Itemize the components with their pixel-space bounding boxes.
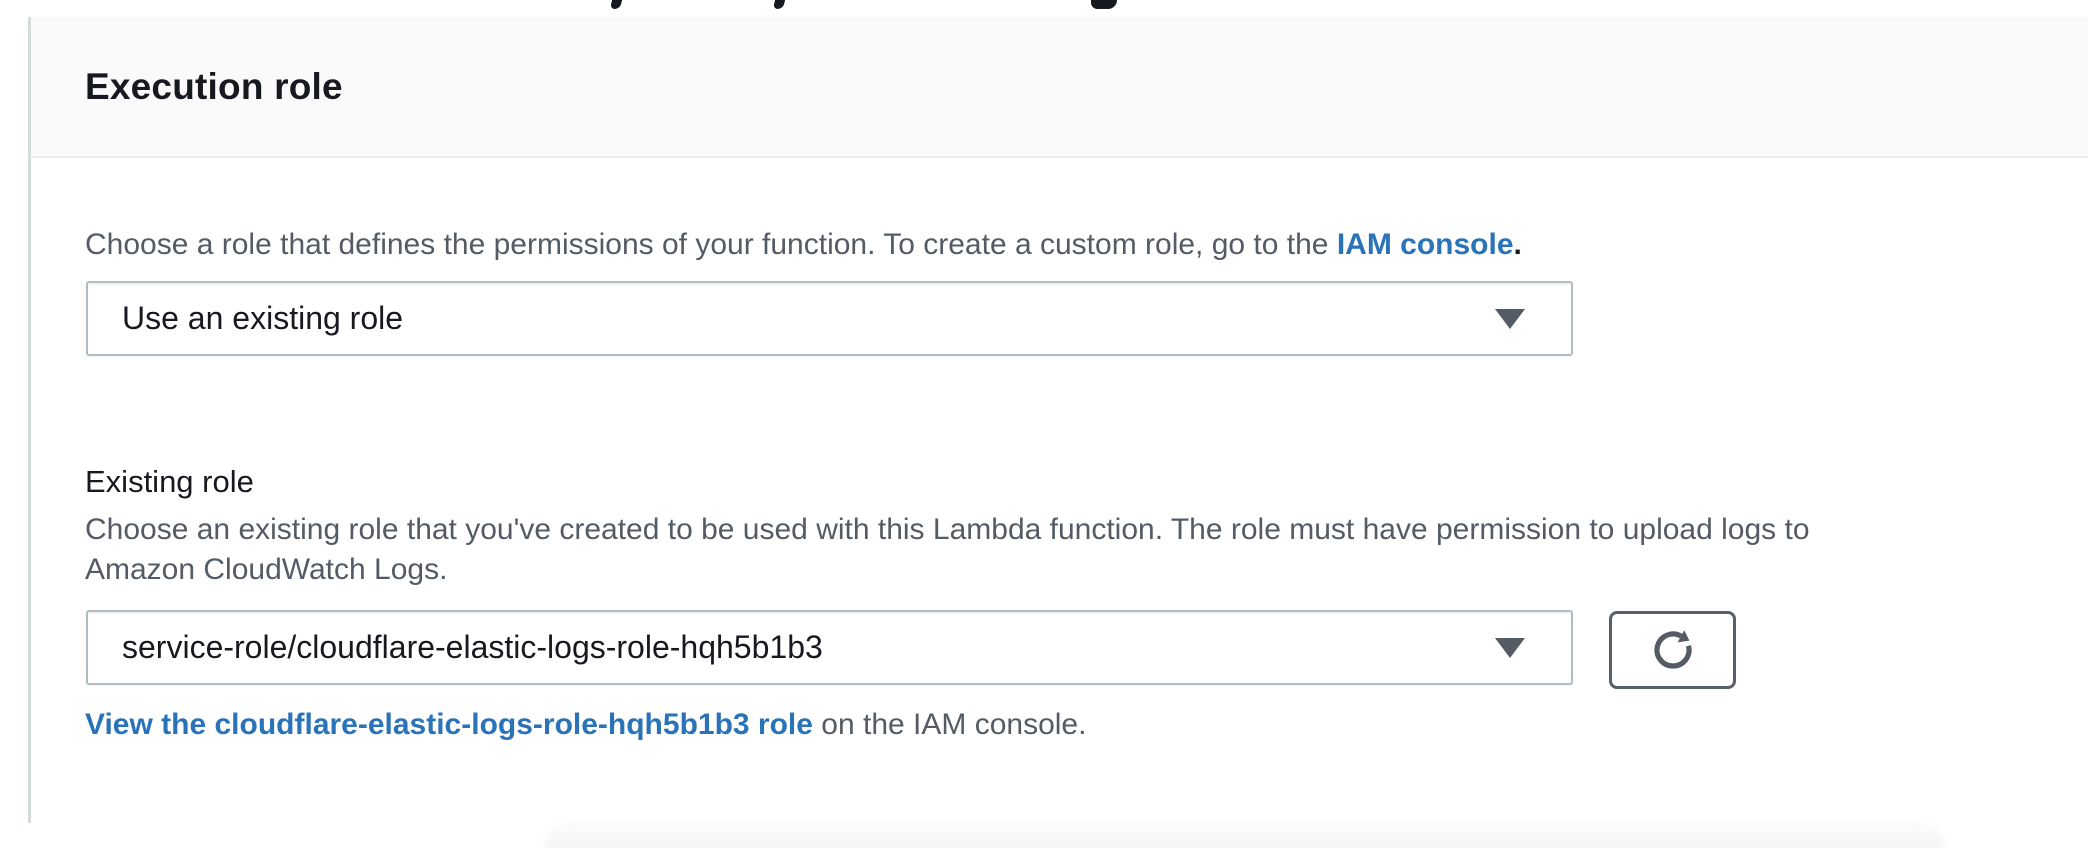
role-source-select[interactable]: Use an existing role <box>86 281 1573 356</box>
refresh-roles-button[interactable] <box>1609 611 1736 689</box>
clipped-text-descender <box>609 0 623 9</box>
clipped-text-descender <box>1091 0 1117 9</box>
existing-role-help-text: Choose an existing role that you've crea… <box>85 510 1810 590</box>
iam-console-link[interactable]: IAM console <box>1336 228 1514 261</box>
existing-role-select-value: service-role/cloudflare-elastic-logs-rol… <box>122 629 823 665</box>
existing-role-help-line2: Amazon CloudWatch Logs. <box>85 553 448 586</box>
existing-role-select[interactable]: service-role/cloudflare-elastic-logs-rol… <box>86 610 1573 685</box>
panel-left-border <box>28 17 31 823</box>
role-intro-text: Choose a role that defines the permissio… <box>85 228 1522 262</box>
view-role-suffix-text: on the IAM console. <box>812 708 1087 741</box>
panel-header: Execution role <box>31 17 2088 158</box>
intro-text-before-link: Choose a role that defines the permissio… <box>85 228 1337 261</box>
existing-role-help-line1: Choose an existing role that you've crea… <box>85 513 1810 546</box>
view-role-line: View the cloudflare-elastic-logs-role-hq… <box>85 708 1086 742</box>
intro-text-after-link: . <box>1513 228 1522 261</box>
chevron-down-icon <box>1495 308 1525 329</box>
next-section-card-edge <box>545 821 1945 848</box>
clipped-text-descender <box>772 0 786 9</box>
role-source-select-value: Use an existing role <box>122 300 404 336</box>
refresh-icon <box>1649 626 1697 674</box>
view-role-link[interactable]: View the cloudflare-elastic-logs-role-hq… <box>85 708 813 741</box>
chevron-down-icon <box>1495 637 1525 658</box>
existing-role-label: Existing role <box>85 464 254 499</box>
panel-title: Execution role <box>85 65 343 107</box>
